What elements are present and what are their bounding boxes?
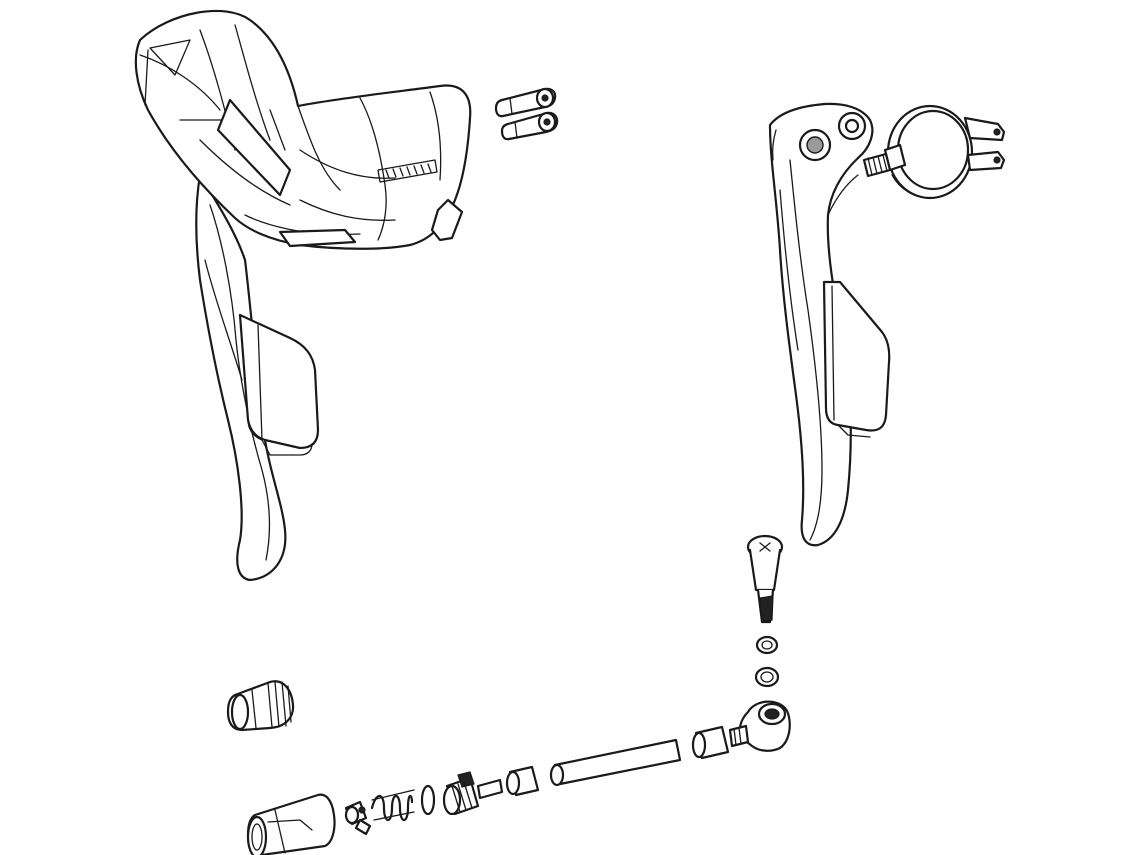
hose-segment: [549, 738, 682, 787]
compression-nut: [505, 765, 540, 797]
piston-assembly: [344, 771, 504, 836]
hood-pins: [494, 87, 559, 141]
pivot-bolt: [746, 534, 784, 624]
piston-spring: [370, 789, 415, 822]
hood-pin-top: [494, 87, 557, 118]
threaded-nut: [226, 680, 295, 732]
shifter-hood-body: [134, 9, 472, 582]
brake-lever-blade: [768, 102, 891, 547]
clamp-band: [883, 104, 1006, 200]
banjo-fitting: [728, 700, 791, 752]
clamp-screw: [862, 152, 892, 178]
hood-label-marks: [377, 159, 438, 183]
washers: [754, 635, 780, 688]
hose-barb: [691, 725, 730, 760]
hood-pin-bottom: [500, 111, 559, 141]
reservoir-cylinder: [246, 793, 336, 855]
